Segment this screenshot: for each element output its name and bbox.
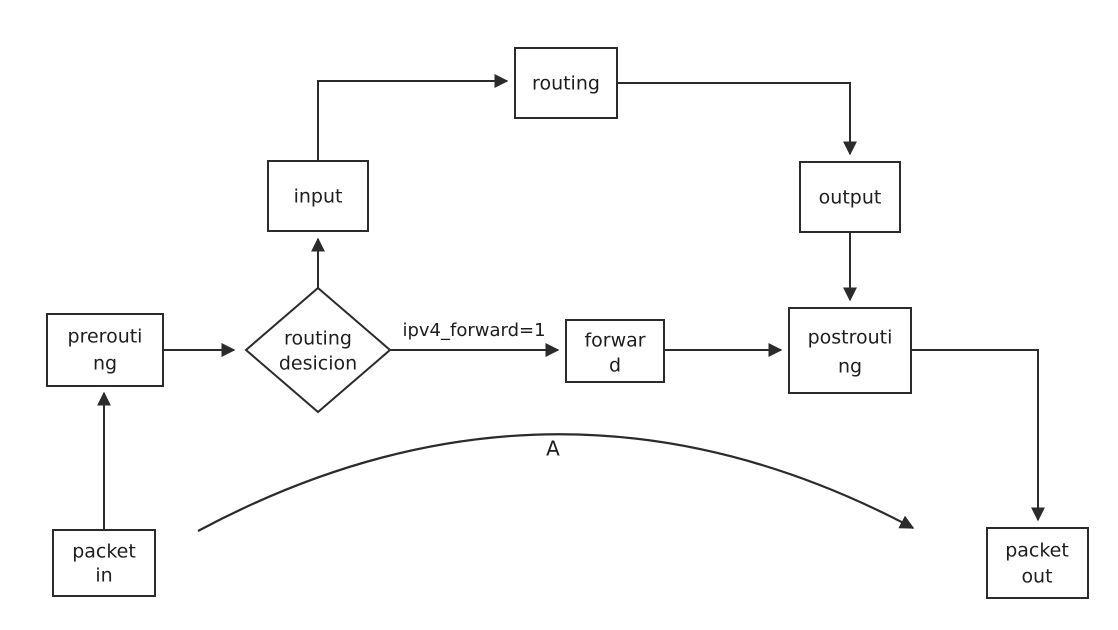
node-prerouting-label-line1: prerouti	[68, 326, 143, 348]
node-postrouting[interactable]: postrouti ng	[788, 307, 912, 394]
node-prerouting-label-line2: ng	[93, 353, 117, 375]
edge-curve-a	[197, 433, 915, 532]
node-input[interactable]: input	[267, 160, 369, 232]
node-packet-out-label-line2: out	[1021, 566, 1052, 588]
node-packet-in-label-line2: in	[95, 565, 112, 587]
node-packet-out-label-line1: packet	[1005, 540, 1069, 562]
node-forward-label-line2: d	[609, 355, 621, 377]
edge-label-curve-a: A	[546, 437, 560, 461]
edge-postrouting-to-packet-out	[911, 349, 1045, 522]
node-output-label: output	[819, 187, 882, 209]
node-packet-out[interactable]: packet out	[986, 527, 1089, 599]
node-routing-decision[interactable]: routing desicion	[244, 286, 392, 414]
node-routing-decision-label-line2: desicion	[279, 353, 357, 375]
edge-input-to-routing	[317, 74, 509, 161]
edge-routing-to-output	[617, 82, 857, 156]
node-forward-label-line1: forwar	[584, 330, 645, 352]
node-postrouting-label-line1: postrouti	[808, 327, 893, 349]
node-input-label: input	[294, 186, 343, 208]
node-forward[interactable]: forwar d	[565, 319, 665, 383]
node-routing[interactable]: routing	[514, 47, 618, 119]
node-routing-label: routing	[532, 73, 600, 95]
node-prerouting[interactable]: prerouti ng	[46, 313, 164, 387]
node-routing-decision-label-line1: routing	[284, 328, 352, 350]
node-packet-in-label-line1: packet	[72, 541, 136, 563]
node-packet-in[interactable]: packet in	[52, 529, 156, 597]
node-postrouting-label-line2: ng	[838, 356, 862, 378]
edge-label-ipv4-forward: ipv4_forward=1	[402, 320, 545, 341]
node-output[interactable]: output	[799, 161, 901, 233]
